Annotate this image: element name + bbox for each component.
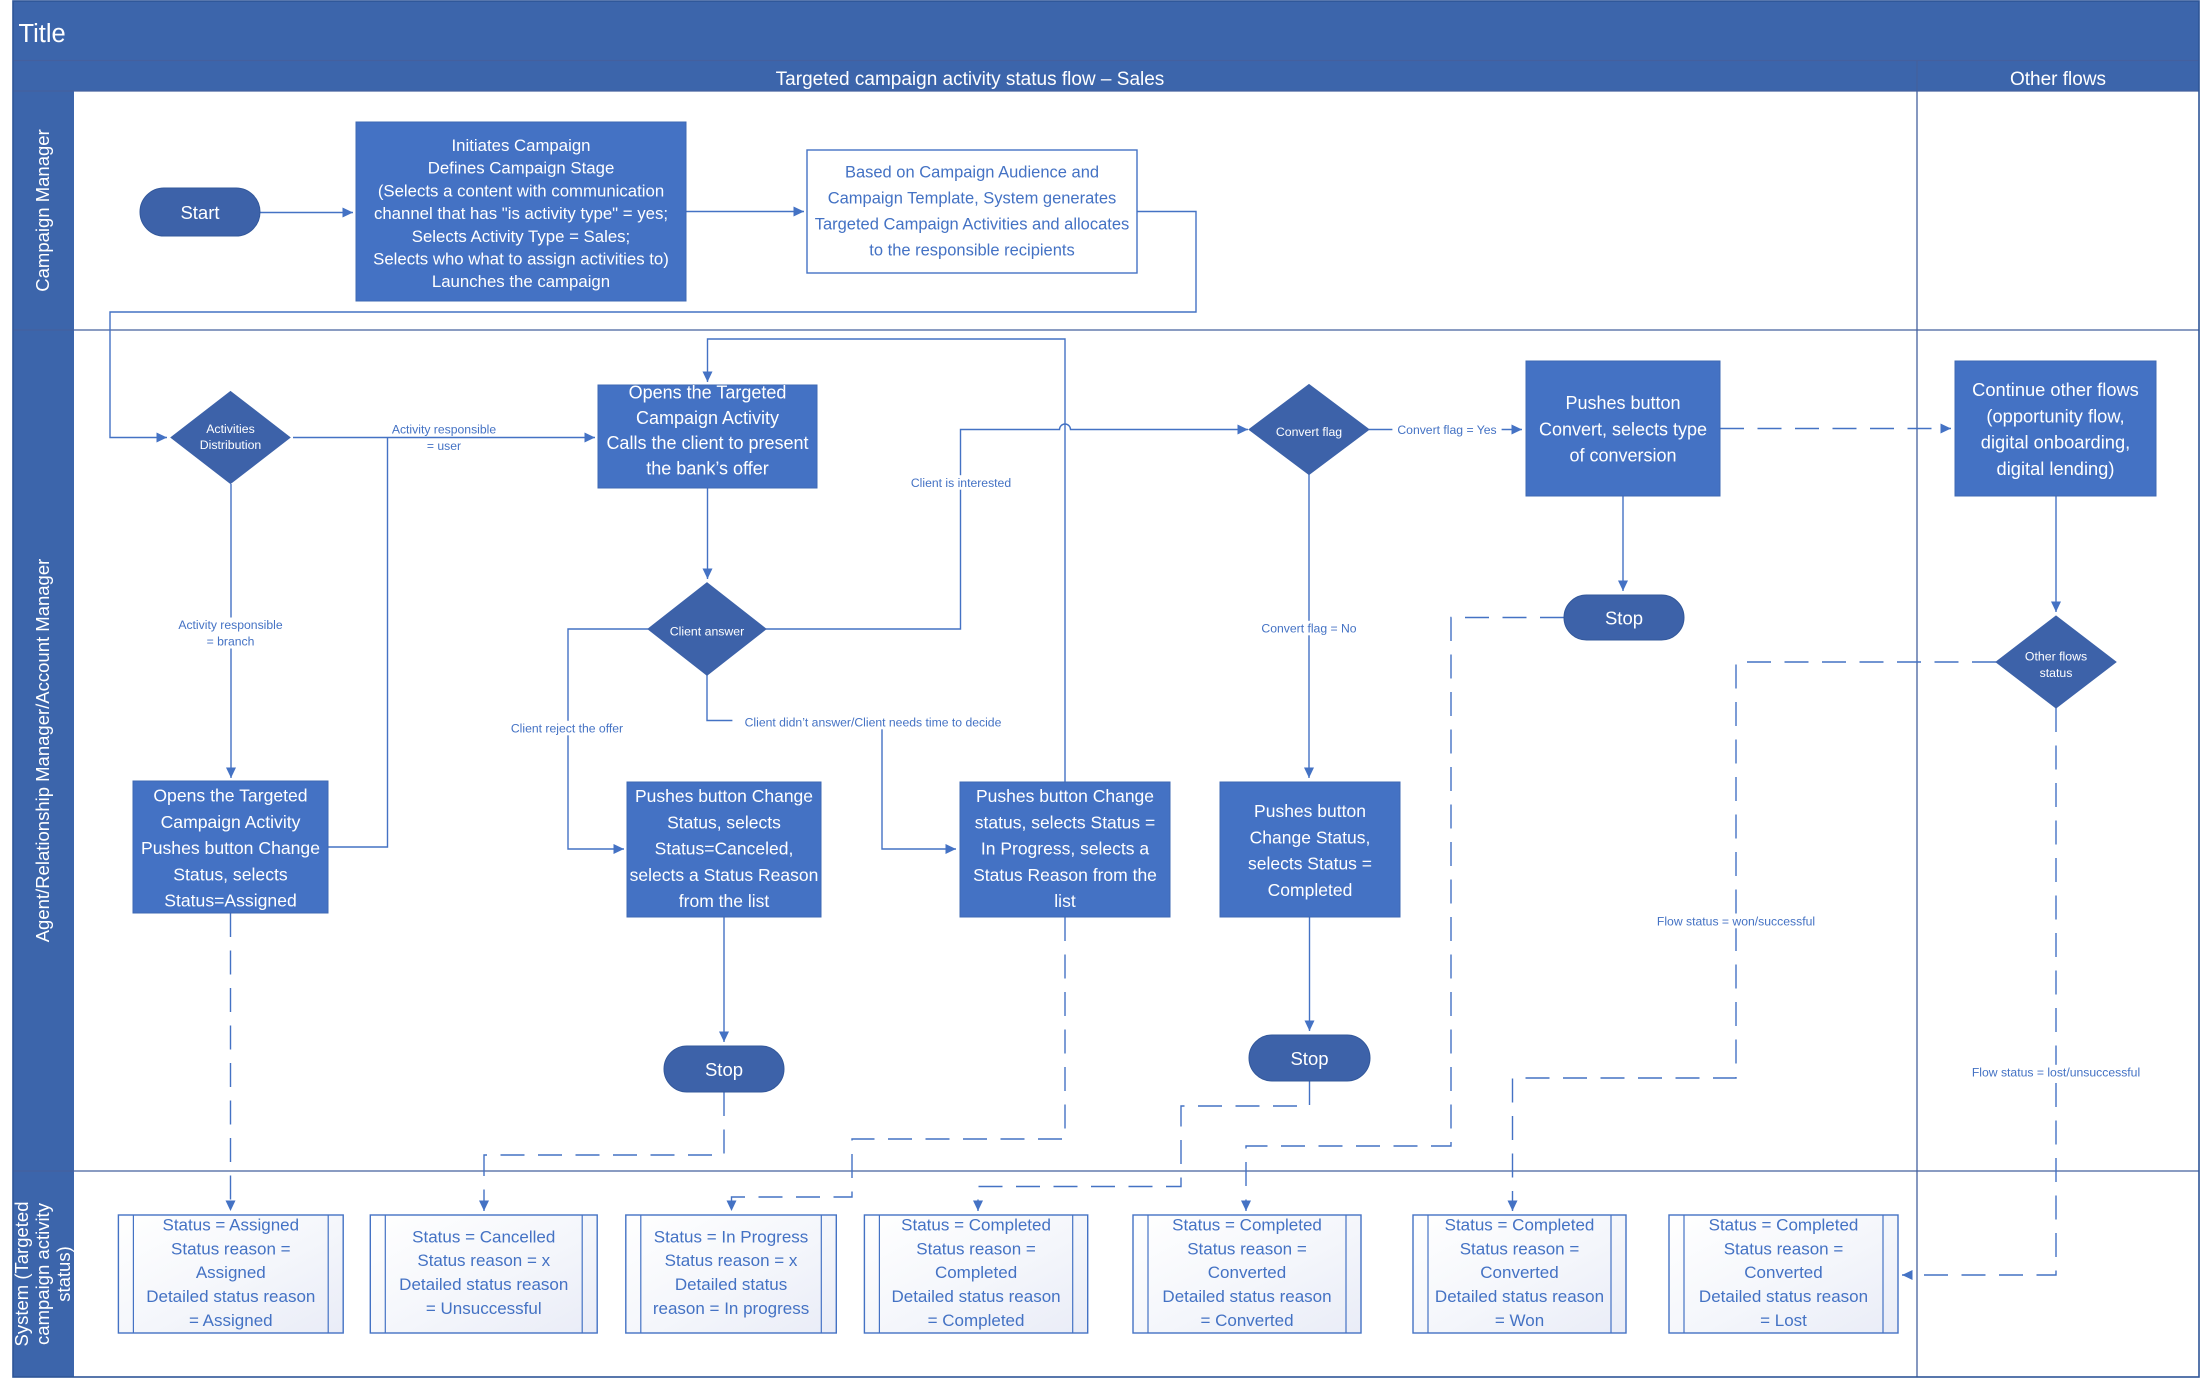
svg-text:Client didn’t answer/Client ne: Client didn’t answer/Client needs time t… (745, 715, 1002, 729)
svg-text:Convert flag = Yes: Convert flag = Yes (1397, 423, 1496, 437)
svg-text:Targeted campaign activity sta: Targeted campaign activity status flow –… (776, 69, 1165, 90)
svg-text:Campaign Manager: Campaign Manager (32, 129, 53, 291)
svg-text:Agent/Relationship Manager/Acc: Agent/Relationship Manager/Account Manag… (32, 559, 53, 943)
svg-text:Activity responsible= user: Activity responsible= user (392, 423, 497, 454)
svg-text:Title: Title (19, 20, 66, 48)
svg-text:Stop: Stop (1290, 1048, 1328, 1069)
svg-text:Stop: Stop (1605, 608, 1643, 629)
svg-text:Other flows: Other flows (2010, 69, 2106, 90)
svg-text:Flow status = won/successful: Flow status = won/successful (1657, 914, 1815, 928)
svg-text:System (Targetedcampaign activ: System (Targetedcampaign activitystatus) (11, 1202, 74, 1347)
svg-text:Convert flag: Convert flag (1276, 425, 1342, 439)
svg-text:Activity responsible= branch: Activity responsible= branch (178, 618, 283, 649)
svg-text:Client answer: Client answer (670, 625, 745, 639)
svg-text:Convert flag = No: Convert flag = No (1261, 621, 1356, 635)
svg-text:Client reject the offer: Client reject the offer (511, 721, 623, 735)
svg-text:Client is interested: Client is interested (911, 476, 1011, 490)
svg-text:Continue other flows(opportuni: Continue other flows(opportunity flow,di… (1972, 379, 2139, 479)
svg-text:Start: Start (180, 202, 219, 223)
svg-text:Flow status = lost/unsuccessfu: Flow status = lost/unsuccessful (1972, 1065, 2140, 1079)
svg-text:Stop: Stop (705, 1059, 743, 1080)
